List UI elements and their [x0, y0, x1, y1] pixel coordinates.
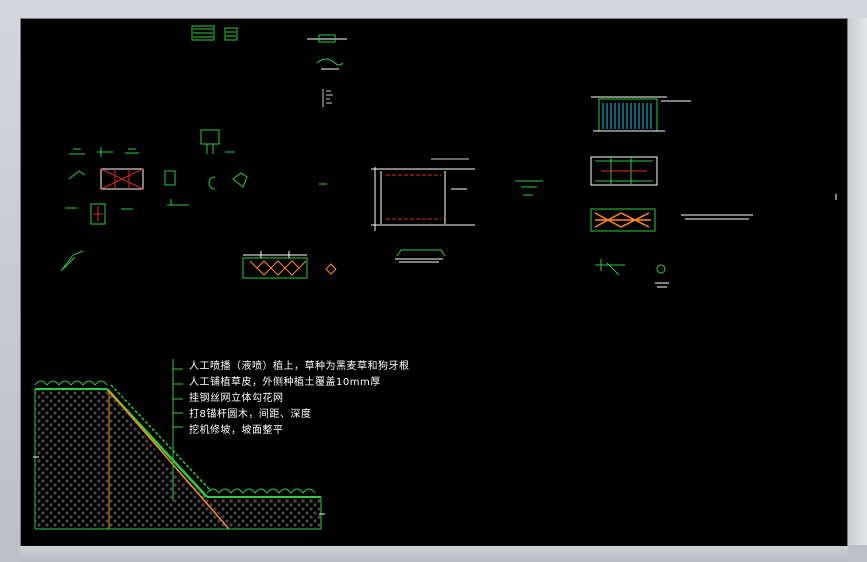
detail-right-plan-cyan: [590, 96, 837, 288]
detail-left-cluster: [60, 129, 327, 272]
legend-note-2: 人工铺植草皮，外侧种植土覆盖10mm厚: [189, 377, 381, 388]
detail-decorative-panel: [242, 249, 446, 279]
vertical-scrollbar[interactable]: [848, 18, 867, 545]
legend-note-5: 挖机修坡，坡面整平: [189, 425, 284, 436]
detail-top-center: [307, 34, 347, 107]
legend-note-3: 挂钢丝网立体勾花网: [189, 393, 284, 404]
legend-note-1: 人工喷播（液喷）植上，草种为黑麦草和狗牙根: [189, 361, 410, 372]
detail-center-section: [371, 158, 543, 231]
detail-top-left-a: [191, 25, 238, 41]
horizontal-scrollbar[interactable]: [20, 546, 848, 562]
drawing-svg: [33, 25, 837, 530]
slope-section-detail: [33, 359, 325, 530]
drawing-canvas[interactable]: 人工喷播（液喷）植上，草种为黑麦草和狗牙根 人工铺植草皮，外侧种植土覆盖10mm…: [20, 18, 848, 547]
legend-note-4: 打8锚杆圆木，间距、深度: [189, 409, 312, 420]
